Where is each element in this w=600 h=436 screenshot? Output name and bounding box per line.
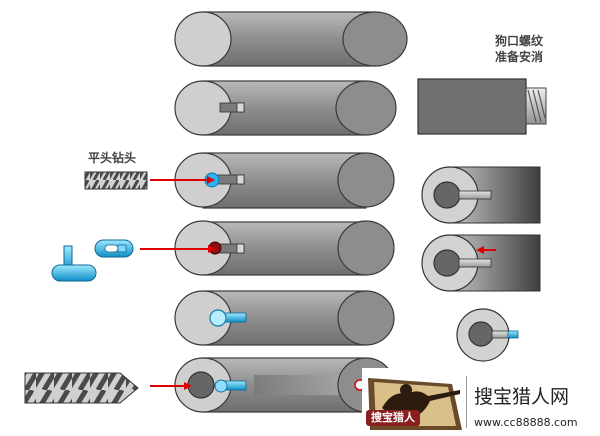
- muzzle-view-a: [421, 166, 541, 224]
- muzzle-view-c: [456, 308, 519, 362]
- barrel-step-6: [174, 357, 395, 413]
- flat-drill-label: 平头钻头: [88, 151, 137, 165]
- watermark-divider: [466, 376, 467, 428]
- barrel-step-5: [174, 290, 395, 346]
- barrel-step-1: [174, 11, 408, 67]
- cyan-pin-parts: [51, 239, 134, 282]
- site-title: 搜宝猎人网: [474, 386, 570, 408]
- thread-label: 狗口螺纹 准备安消: [495, 33, 543, 65]
- site-url: www.cc88888.com: [474, 416, 578, 429]
- large-drill-bit: [24, 372, 139, 404]
- site-watermark: 搜宝猎人 搜宝猎人网 www.cc88888.com: [362, 368, 600, 436]
- thread-label-line-1: 狗口螺纹: [495, 34, 544, 48]
- thread-label-line-2: 准备安消: [495, 50, 544, 64]
- threaded-barrel-end: [417, 78, 547, 135]
- emblem-caption: 搜宝猎人: [366, 410, 420, 426]
- muzzle-view-b: [421, 234, 541, 292]
- barrel-step-2: [174, 80, 397, 136]
- flat-head-drill-bit: [84, 171, 148, 190]
